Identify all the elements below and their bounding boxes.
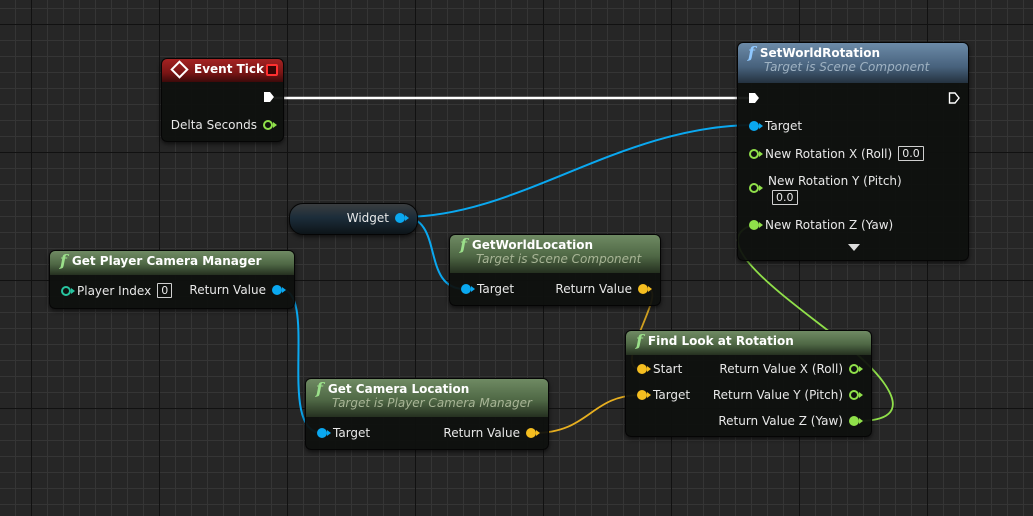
node-subtitle: Target is Scene Component xyxy=(764,60,930,74)
node-title: Find Look at Rotation xyxy=(647,334,794,348)
get-world-location-node[interactable]: f GetWorldLocation Target is Scene Compo… xyxy=(449,234,661,306)
return-value-pin[interactable] xyxy=(526,428,540,438)
new-rotation-x-label: New Rotation X (Roll) xyxy=(765,146,893,161)
new-rotation-z-label: New Rotation Z (Yaw) xyxy=(765,218,894,232)
node-subtitle: Target is Player Camera Manager xyxy=(332,396,532,410)
node-header: f GetWorldLocation Target is Scene Compo… xyxy=(450,235,660,273)
return-x-pin[interactable] xyxy=(849,364,863,374)
node-title: Get Player Camera Manager xyxy=(71,254,262,268)
find-look-at-rotation-node[interactable]: f Find Look at Rotation Start Target Ret… xyxy=(625,330,872,437)
triangle-down-icon[interactable] xyxy=(848,244,860,251)
target-pin[interactable] xyxy=(749,121,763,131)
target-label: Target xyxy=(477,282,515,296)
new-rotation-y-group: New Rotation Y (Pitch) 0.0 xyxy=(768,174,902,205)
player-index-label: Player Index xyxy=(77,283,152,298)
return-y-label: Return Value Y (Pitch) xyxy=(712,388,843,402)
target-label: Target xyxy=(765,119,803,133)
new-rotation-x-pin[interactable] xyxy=(749,148,763,159)
new-rotation-y-pin[interactable] xyxy=(749,183,763,193)
new-rotation-x-input[interactable]: 0.0 xyxy=(898,146,924,161)
node-title: Get Camera Location xyxy=(327,382,470,396)
return-value-label: Return Value xyxy=(443,426,520,440)
return-z-pin[interactable] xyxy=(849,416,863,426)
return-z-label: Return Value Z (Yaw) xyxy=(718,414,843,428)
return-x-label: Return Value X (Roll) xyxy=(719,362,843,376)
node-header: f Get Camera Location Target is Player C… xyxy=(306,379,548,417)
node-title: SetWorldRotation xyxy=(759,46,881,60)
get-camera-location-node[interactable]: f Get Camera Location Target is Player C… xyxy=(305,378,549,450)
target-label: Target xyxy=(653,388,691,402)
node-header: f Get Player Camera Manager xyxy=(50,251,294,275)
node-header: f Find Look at Rotation xyxy=(626,331,871,355)
new-rotation-z-pin[interactable] xyxy=(749,220,763,230)
breakpoint-icon[interactable] xyxy=(266,64,278,76)
node-subtitle: Target is Scene Component xyxy=(476,252,642,266)
get-player-camera-manager-node[interactable]: f Get Player Camera Manager Player Index… xyxy=(49,250,295,309)
widget-variable-node[interactable]: Widget xyxy=(289,203,418,235)
delta-seconds-pin[interactable] xyxy=(263,120,277,130)
exec-out-pin[interactable] xyxy=(948,92,960,104)
player-index-pin[interactable] xyxy=(61,285,75,296)
return-value-label: Return Value xyxy=(555,282,632,296)
return-value-label: Return Value xyxy=(189,283,266,297)
function-icon: f xyxy=(636,331,643,350)
widget-label: Widget xyxy=(346,211,389,225)
function-icon: f xyxy=(316,379,323,398)
start-label: Start xyxy=(653,362,683,376)
node-title: Event Tick xyxy=(194,62,265,76)
function-icon: f xyxy=(460,235,467,254)
exec-out-pin[interactable] xyxy=(263,91,275,103)
widget-to-target-wire xyxy=(402,124,756,218)
node-header: Event Tick xyxy=(162,59,283,82)
function-icon: f xyxy=(748,43,755,62)
target-pin[interactable] xyxy=(317,428,331,438)
new-rotation-y-input[interactable]: 0.0 xyxy=(772,190,798,205)
target-pin[interactable] xyxy=(637,390,651,400)
node-title: GetWorldLocation xyxy=(471,238,594,252)
widget-pin[interactable] xyxy=(395,213,409,223)
return-value-pin[interactable] xyxy=(272,285,286,295)
event-diamond-icon xyxy=(170,59,189,79)
delta-seconds-label: Delta Seconds xyxy=(170,118,257,132)
player-index-input[interactable]: 0 xyxy=(157,283,173,298)
return-y-pin[interactable] xyxy=(849,390,863,400)
start-pin[interactable] xyxy=(637,364,651,374)
event-tick-node[interactable]: Event Tick Delta Seconds xyxy=(161,58,284,142)
set-world-rotation-node[interactable]: f SetWorldRotation Target is Scene Compo… xyxy=(737,42,969,261)
return-value-pin[interactable] xyxy=(638,284,652,294)
function-icon: f xyxy=(60,251,67,270)
node-header: f SetWorldRotation Target is Scene Compo… xyxy=(738,43,968,83)
target-label: Target xyxy=(333,426,371,440)
exec-in-pin[interactable] xyxy=(748,92,760,104)
target-pin[interactable] xyxy=(461,284,475,294)
new-rotation-y-label: New Rotation Y (Pitch) xyxy=(768,174,902,188)
